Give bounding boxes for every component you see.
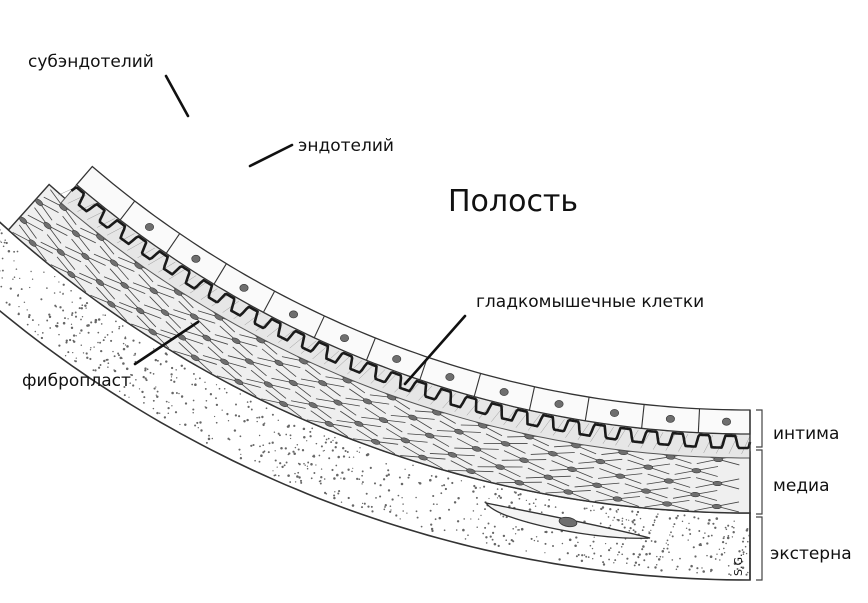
fibroblast-leader (133, 320, 200, 366)
smooth-muscle-leader (403, 314, 467, 386)
media-label: медиа (773, 476, 830, 496)
fibroblast-label: фибропласт (22, 371, 131, 391)
endothelium-label: эндотелий (298, 136, 394, 156)
smooth-muscle-label: гладкомышечные клетки (476, 292, 704, 312)
externa-label: экстерна (770, 544, 852, 564)
leader-lines (133, 74, 467, 386)
externa-bracket (756, 516, 763, 581)
subendothelium-label: субэндотелий (28, 52, 154, 72)
fibroblast-nucleus-2 (558, 516, 578, 528)
internal-elastic-lamina (70, 186, 752, 450)
endothelium-layer (75, 165, 751, 435)
artist-signature: S.G. (732, 554, 745, 577)
subendothelium-leader (164, 74, 190, 118)
lumen-label: Полость (448, 184, 578, 219)
intima-bracket (756, 409, 763, 448)
endothelium-leader (248, 143, 294, 168)
media-bracket (756, 449, 763, 515)
layer-brackets (756, 409, 763, 581)
intima-label: интима (773, 424, 839, 444)
